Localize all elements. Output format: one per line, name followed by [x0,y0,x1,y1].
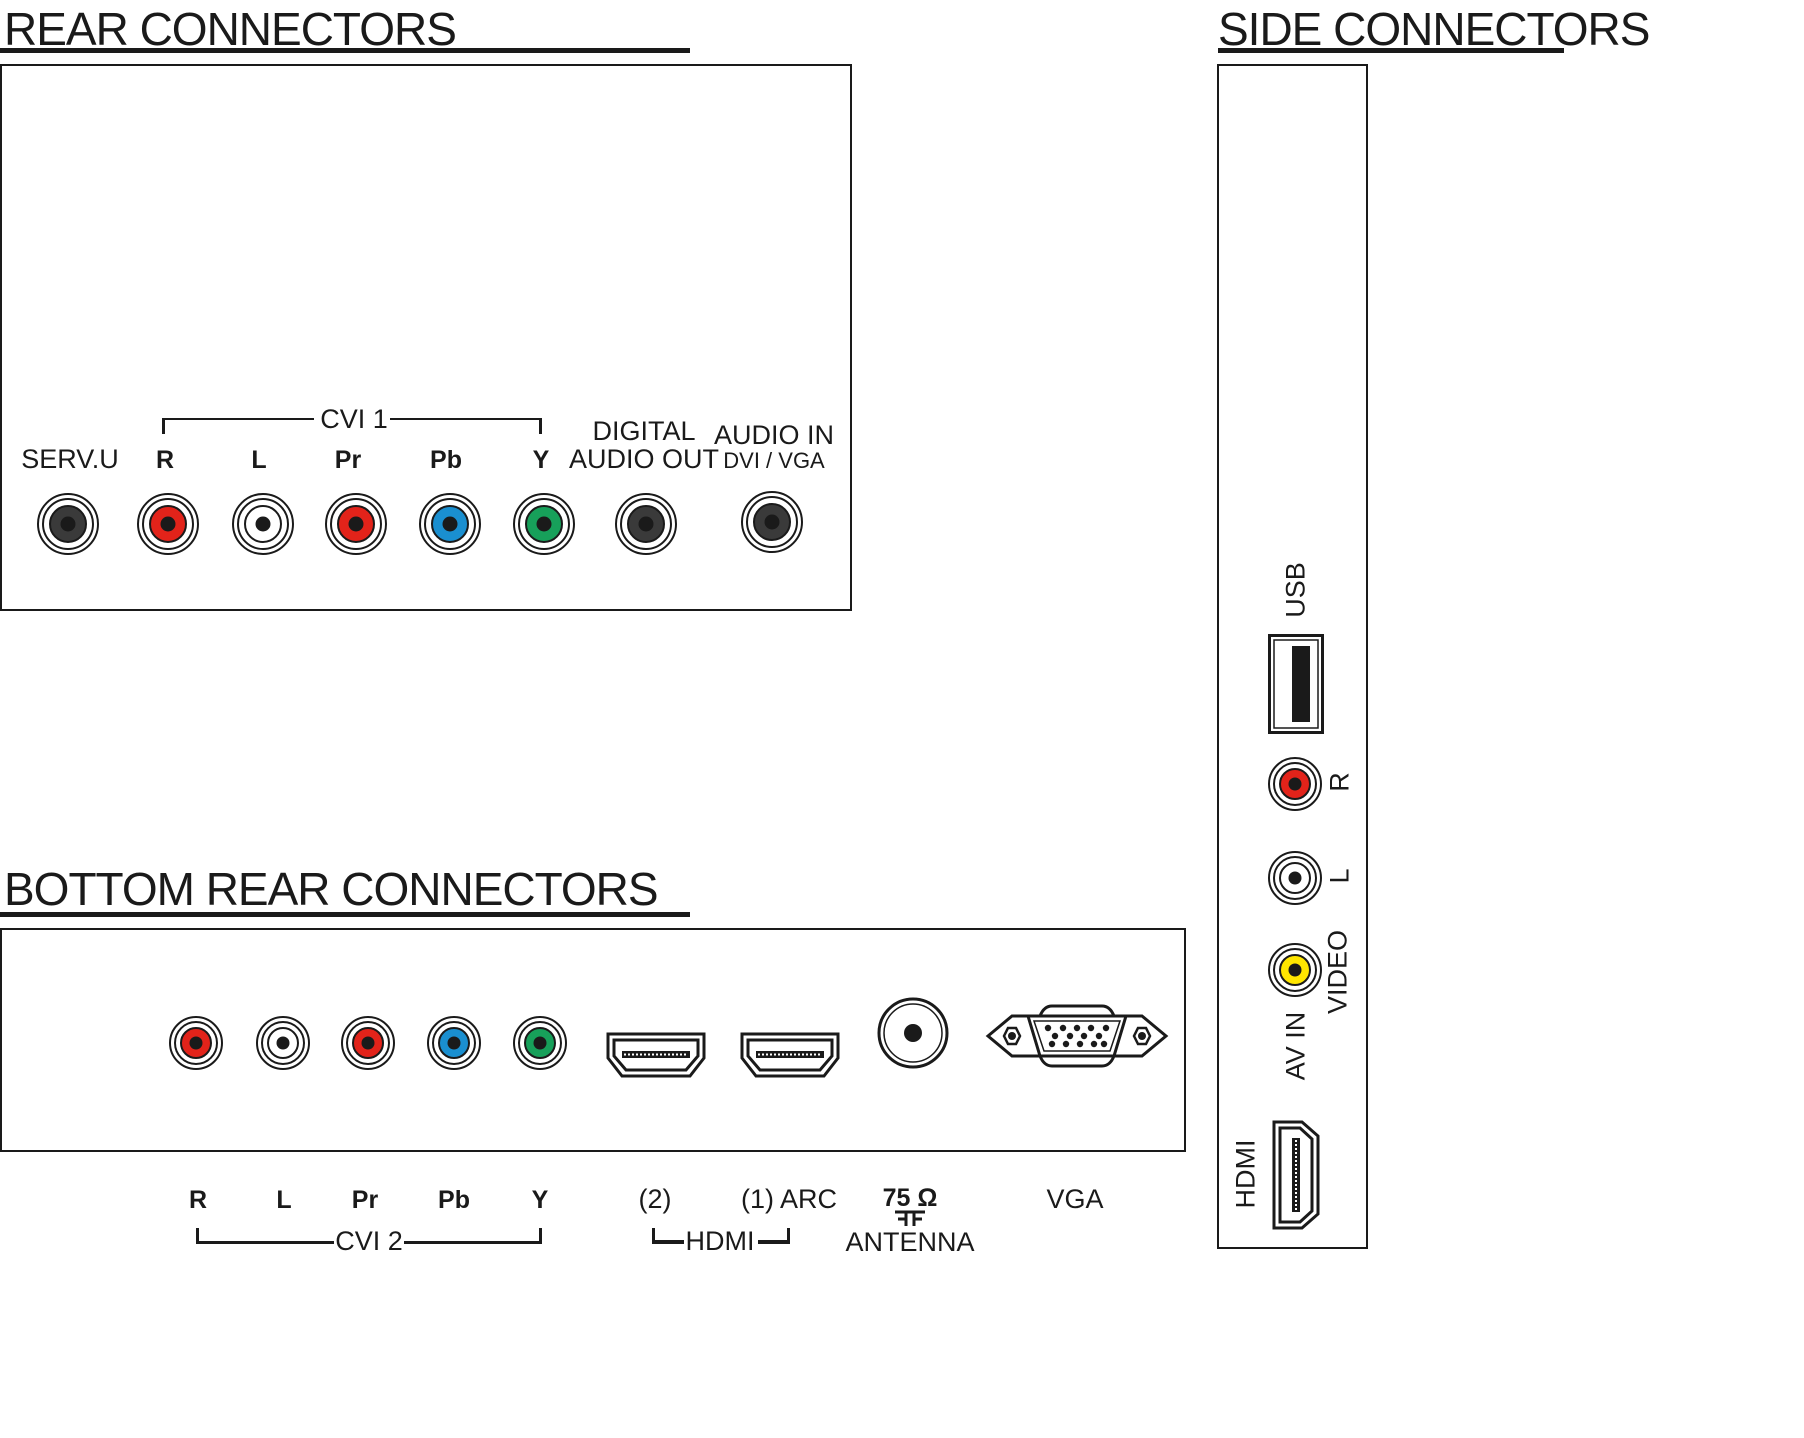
hdmi-2-port[interactable] [606,1032,706,1078]
hdmi-2-label: (2) [638,1184,672,1214]
side-hdmi-port[interactable] [1272,1120,1320,1230]
cvi1-y-label: Y [532,446,550,474]
av-in-label: AV IN [1280,1011,1311,1081]
serv-u-label: SERV.U [21,444,119,474]
hdmi-group-label: HDMI [685,1226,755,1256]
side-hdmi-label: HDMI [1230,1139,1261,1209]
cvi1-pb-label: Pb [430,446,462,474]
side-video-jack[interactable] [1268,943,1322,997]
audio-in-sub-label: DVI / VGA [723,448,825,473]
bottom-title-underline [0,912,690,917]
side-l-jack[interactable] [1268,851,1322,905]
cvi2-y-jack[interactable] [513,1016,567,1070]
cvi1-pb-jack[interactable] [419,493,481,555]
cvi2-r-label: R [188,1186,208,1214]
cvi1-r-jack[interactable] [137,493,199,555]
audio-in-jack[interactable] [741,491,803,553]
cvi2-r-jack[interactable] [169,1016,223,1070]
vga-label: VGA [1046,1184,1104,1214]
hdmi-1-arc-port[interactable] [740,1032,840,1078]
cvi1-r-label: R [155,446,175,474]
digital-audio-label-line2: AUDIO OUT [568,444,720,474]
cvi1-bracket-left [162,418,314,434]
side-r-jack[interactable] [1268,757,1322,811]
vga-port[interactable] [985,1004,1169,1068]
rear-title-underline [0,48,690,53]
bottom-rear-connectors-title: BOTTOM REAR CONNECTORS [4,863,659,915]
digital-audio-label-line1: DIGITAL [592,416,696,446]
cvi2-pb-label: Pb [438,1186,470,1214]
cvi1-l-label: L [251,446,267,474]
cvi1-group-label: CVI 1 [320,404,388,434]
antenna-label: ANTENNA [845,1227,975,1257]
side-l-label: L [1324,868,1355,884]
bottom-rear-connectors-panel [0,928,1186,1152]
antenna-symbol-icon [895,1210,925,1226]
cvi2-l-label: L [276,1186,292,1214]
cvi2-bracket-right [404,1228,542,1244]
serv-u-jack[interactable] [37,493,99,555]
side-video-label: VIDEO [1322,929,1353,1015]
side-connectors-title: SIDE CONNECTORS [1218,3,1650,55]
antenna-port[interactable] [876,996,950,1070]
antenna-ohm-label: 75 Ω [882,1184,938,1212]
side-title-underline [1218,48,1564,53]
cvi2-pb-jack[interactable] [427,1016,481,1070]
usb-label: USB [1280,562,1311,618]
rear-connectors-panel: CVI 1 SERV.U R L Pr Pb Y DIGITAL AUDIO O… [0,64,852,611]
cvi2-pr-jack[interactable] [341,1016,395,1070]
cvi2-pr-label: Pr [351,1186,379,1214]
side-connectors-panel [1217,64,1368,1249]
audio-in-label: AUDIO IN [713,420,835,450]
digital-audio-out-jack[interactable] [615,493,677,555]
cvi2-group-label: CVI 2 [335,1226,403,1256]
hdmi-bracket-right [758,1228,790,1244]
cvi1-bracket-right [390,418,542,434]
cvi2-l-jack[interactable] [256,1016,310,1070]
rear-connectors-title: REAR CONNECTORS [4,3,457,55]
cvi1-l-jack[interactable] [232,493,294,555]
hdmi-1-arc-label: (1) ARC [740,1184,838,1214]
cvi1-pr-label: Pr [334,446,362,474]
usb-port[interactable] [1268,634,1324,734]
cvi1-pr-jack[interactable] [325,493,387,555]
cvi1-y-jack[interactable] [513,493,575,555]
cvi2-y-label: Y [531,1186,549,1214]
hdmi-bracket-left [652,1228,684,1244]
cvi2-bracket-left [196,1228,334,1244]
side-r-label: R [1324,772,1355,792]
